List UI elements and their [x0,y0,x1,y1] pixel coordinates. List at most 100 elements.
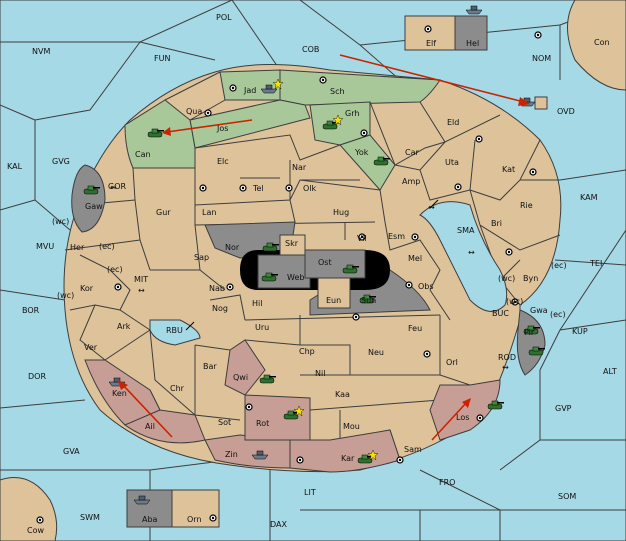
province-ail[interactable] [123,409,206,444]
label-sot: Sot [218,418,231,427]
coast-label: (ec) [107,265,123,274]
label-rot: Rot [256,419,269,428]
label-car: Car [405,148,419,157]
province-aba[interactable] [126,489,173,528]
province-pir[interactable] [516,309,546,376]
province-kar[interactable] [289,429,401,473]
label-skr: Skr [285,239,299,248]
label-nab: Nab [209,284,225,293]
label-nom: NOM [532,54,551,63]
label-feu: Feu [408,324,422,333]
label-tei: TEI [589,259,602,268]
ovd-island[interactable] [534,96,548,110]
label-hug: Hug [333,208,349,217]
province-eun[interactable] [317,277,351,309]
province-cow[interactable] [0,477,58,541]
label-esm: Esm [388,232,405,241]
label-zin: Zin [225,450,238,459]
move-lines [185,199,439,331]
coast-label: (wc) [52,217,69,226]
province-los[interactable] [429,379,501,441]
label-buc: BUC [492,309,509,318]
province-borders [64,71,561,461]
label-kor: Kor [80,284,94,293]
province-web[interactable] [257,254,311,289]
label-ken: Ken [112,389,127,398]
label-hel: Hel [466,39,479,48]
label-bri: Bri [491,219,502,228]
label-kal: KAL [7,162,23,171]
label-web: Web [287,273,304,282]
province-con[interactable] [567,0,626,91]
label-nar: Nar [292,163,307,172]
label-can: Can [135,150,151,159]
convoy-symbol: ↔ [502,363,509,372]
label-los: Los [456,413,469,422]
label-elc: Elc [217,157,229,166]
province-rot[interactable] [244,394,311,441]
label-kat: Kat [502,165,515,174]
convoy-symbol: ↔ [468,248,475,257]
label-cob: COB [302,45,319,54]
coast-label: (ec) [551,261,567,270]
label-kam: KAM [580,193,598,202]
label-rie: Rie [520,201,533,210]
label-bor: BOR [22,306,40,315]
label-aba: Aba [142,515,158,524]
label-nor: Nor [225,243,240,252]
province-ken[interactable] [84,359,161,426]
province-hel[interactable] [454,15,488,51]
coast-label: (wc) [498,274,515,283]
province-gaw[interactable] [71,164,106,233]
label-vil: Vil [357,234,367,243]
coast-label: (wc) [57,291,74,300]
label-mou: Mou [343,422,360,431]
label-gvp: GVP [555,404,572,413]
label-qua: Qua [186,107,202,116]
label-jos: Jos [216,124,228,133]
label-con: Con [594,38,610,47]
label-grh: Grh [345,109,359,118]
label-sam: Sam [404,445,422,454]
label-olk: Olk [303,184,317,193]
label-gwa: Gwa [530,306,548,315]
label-rbu: RBU [166,326,183,335]
sea-rbu[interactable] [149,319,201,346]
label-ver: Ver [84,343,98,352]
label-swm: SWM [80,513,100,522]
label-elf: Elf [426,39,436,48]
label-chp: Chp [299,347,315,356]
label-mit: MIT [134,275,148,284]
label-nil: Nil [315,369,325,378]
label-hil: Hil [252,299,262,308]
label-her: Her [70,243,85,252]
label-ost: Ost [318,258,332,267]
province-ost[interactable] [304,249,366,279]
supply-centers [36,25,542,524]
label-fro: FRO [439,478,455,487]
label-kar: Kar [341,454,355,463]
label-sch: Sch [330,87,345,96]
label-tel: Tel [252,184,264,193]
label-amp: Amp [402,177,420,186]
label-pir: Pir [524,328,535,337]
label-kaa: Kaa [335,390,350,399]
label-chr: Chr [170,384,185,393]
label-rod: ROD [498,353,516,362]
convoy-symbol: ↔ [428,203,435,212]
label-ail: Ail [145,422,155,431]
coast-label: (ec) [99,242,115,251]
label-ovd: OVD [557,107,575,116]
label-neu: Neu [368,348,384,357]
label-bar: Bar [203,362,217,371]
label-som: SOM [558,492,576,501]
label-nog: Nog [212,304,228,313]
province-labels: POL NVM FUN COB NOM Con KAL GVG GOR MVU … [7,13,617,535]
convoy-symbols: ↔ ↔ ↔ ↔ ↔ [110,183,509,372]
label-orl: Orl [446,358,458,367]
sea-sma[interactable] [419,201,508,312]
province-qwi[interactable] [224,339,266,396]
label-gaw: Gaw [85,202,103,211]
label-eun: Eun [326,296,341,305]
